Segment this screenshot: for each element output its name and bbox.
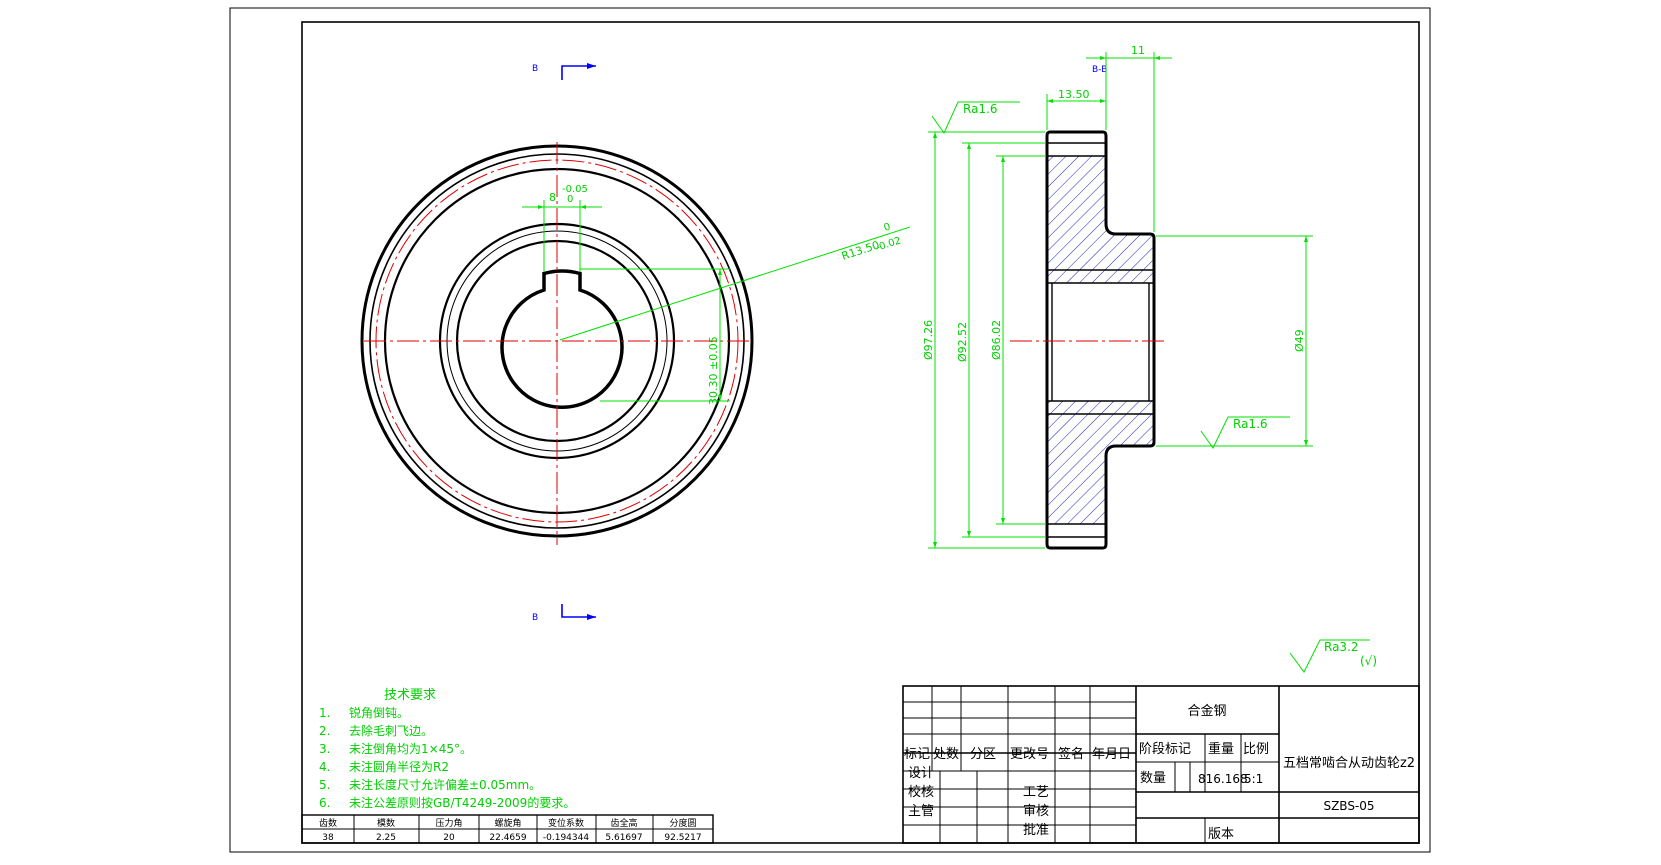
param-header-pitch-circle: 分度圆	[669, 817, 696, 829]
tb-signature: 签名	[1058, 746, 1084, 762]
drawing-number: SZBS-05	[1323, 799, 1374, 813]
roughness-top-value: Ra1.6	[963, 102, 998, 116]
tb-count: 处数	[933, 747, 959, 762]
tb-check: 校核	[908, 784, 934, 800]
hub-width-dim: 11	[1131, 44, 1145, 57]
tb-stage-mark: 阶段标记	[1139, 742, 1191, 757]
tech-requirements: 技术要求 1. 锐角倒钝。 2. 去除毛刺飞边。 3. 未注倒角均为1×45°。…	[319, 688, 575, 810]
param-value-teeth: 38	[322, 833, 334, 843]
key-width-dim: 8	[549, 191, 556, 204]
param-value-shift: -0.194344	[543, 833, 589, 843]
radius-tol-upper: 0	[883, 221, 892, 233]
radius-tol-lower: -0.02	[875, 235, 903, 253]
tech-req-num-6: 6.	[319, 796, 330, 810]
scale-value: 5:1	[1244, 772, 1263, 786]
tip-diameter-dim: Ø97.26	[922, 320, 935, 360]
tech-req-text-1: 锐角倒钝。	[349, 706, 409, 720]
radius-dim: R13.50	[840, 238, 881, 262]
title-block: 标记 处数 分区 更改号 签名 年月日 设计 校核 主管 工艺 审核 批准 合金…	[902, 685, 1420, 844]
inner-frame	[301, 21, 1420, 844]
gear-param-table: 齿数 模数 压力角 螺旋角 变位系数 齿全高 分度圆 38 2.25 20 22…	[301, 814, 714, 844]
tb-approve: 批准	[1023, 823, 1049, 838]
tech-req-text-5: 未注长度尺寸允许偏差±0.05mm。	[349, 777, 541, 792]
tech-req-num-4: 4.	[319, 760, 330, 774]
param-value-pitch-circle: 92.5217	[664, 833, 701, 843]
root-diameter-dim: Ø86.02	[990, 320, 1003, 360]
tb-date: 年月日	[1092, 747, 1131, 762]
roughness-hub: Ra1.6	[1200, 416, 1290, 449]
front-view	[360, 142, 754, 545]
param-value-module: 2.25	[376, 833, 396, 843]
param-header-helix-angle: 螺旋角	[494, 817, 521, 829]
face-width-dim: 13.50	[1058, 88, 1090, 101]
tb-design: 设计	[908, 766, 934, 781]
section-view-dimensions: 11 13.50 Ø97.26 Ø92.52 Ø86.02 Ø49	[922, 44, 1313, 549]
material: 合金钢	[1187, 703, 1226, 719]
tech-requirements-title: 技术要求	[384, 688, 436, 703]
weight-value: 816.168	[1198, 772, 1248, 786]
roughness-general: Ra3.2 (√)	[1289, 639, 1377, 673]
pitch-diameter-dim: Ø92.52	[956, 322, 969, 362]
param-header-tooth-height: 齿全高	[610, 817, 637, 829]
roughness-hub-value: Ra1.6	[1233, 417, 1268, 431]
hub-diameter-dim: Ø49	[1293, 329, 1306, 352]
key-width-tol-lower: 0	[567, 194, 573, 205]
tb-quantity: 数量	[1140, 771, 1166, 786]
tb-weight-label: 重量	[1208, 741, 1234, 757]
tech-req-text-4: 未注圆角半径为R2	[349, 759, 449, 774]
tech-req-text-6: 未注公差原则按GB/T4249-2009的要求。	[349, 795, 575, 810]
tech-req-text-2: 去除毛刺飞边。	[349, 723, 433, 738]
tb-change-no: 更改号	[1010, 747, 1049, 762]
section-view-label: B-B	[1092, 65, 1107, 75]
tb-zone: 分区	[970, 747, 996, 762]
section-label-bottom: B	[532, 613, 538, 623]
param-header-module: 模数	[377, 817, 395, 829]
key-width-tol-upper: -0.05	[562, 184, 588, 195]
tech-req-num-1: 1.	[319, 706, 330, 720]
part-name: 五档常啮合从动齿轮z2	[1283, 756, 1415, 771]
param-value-tooth-height: 5.61697	[605, 833, 642, 843]
tb-marks: 标记	[904, 747, 930, 762]
tb-review: 审核	[1023, 804, 1049, 819]
outer-frame	[229, 7, 1431, 853]
tb-scale-label: 比例	[1243, 742, 1269, 757]
param-header-shift: 变位系数	[548, 817, 584, 829]
tech-req-num-3: 3.	[319, 742, 330, 756]
tb-version: 版本	[1208, 827, 1234, 842]
roughness-general-suffix: (√)	[1360, 654, 1377, 668]
tech-req-text-3: 未注倒角均为1×45°。	[349, 741, 472, 756]
tb-process: 工艺	[1023, 785, 1049, 800]
param-value-pressure-angle: 20	[443, 833, 455, 843]
roughness-top: Ra1.6	[931, 101, 1020, 135]
front-view-dimensions: 8 -0.05 0 R13.50 0 -0.02 30.30 ±0.05	[522, 184, 911, 405]
section-markers: B B B-B	[532, 63, 1107, 623]
param-value-helix-angle: 22.4659	[489, 833, 526, 843]
tech-req-num-2: 2.	[319, 724, 330, 738]
key-depth-dim: 30.30 ±0.05	[707, 336, 720, 405]
section-label-top: B	[532, 64, 538, 74]
param-header-teeth: 齿数	[319, 817, 337, 829]
tech-req-num-5: 5.	[319, 778, 330, 792]
tb-supervisor: 主管	[908, 804, 934, 819]
roughness-general-value: Ra3.2	[1324, 640, 1359, 654]
section-view	[1010, 130, 1165, 550]
param-header-pressure-angle: 压力角	[435, 817, 462, 829]
